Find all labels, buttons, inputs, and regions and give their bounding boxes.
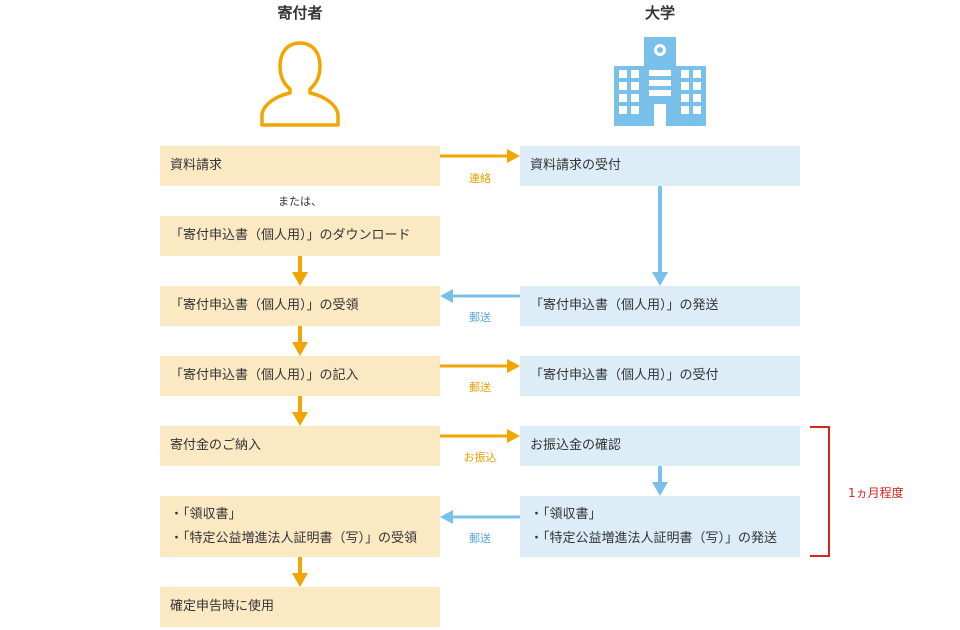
arrow-label-mail-form: 郵送 bbox=[469, 311, 491, 324]
donor-step-use: 確定申告時に使用 bbox=[160, 587, 440, 627]
donor-step-download: 「寄付申込書（個人用）」のダウンロード bbox=[160, 216, 440, 256]
university-step-accept-request-label: 資料請求の受付 bbox=[530, 158, 622, 173]
arrow-mail-form bbox=[440, 289, 520, 303]
donor-step-pay: 寄付金のご納入 bbox=[160, 426, 440, 466]
donor-receipt-line: ・「領収書」 bbox=[170, 506, 242, 522]
university-column-title: 大学 bbox=[644, 4, 675, 22]
university-step-accept-form-label: 「寄付申込書（個人用）」の受付 bbox=[530, 368, 719, 383]
person-icon bbox=[260, 41, 340, 127]
university-step-send-form: 「寄付申込書（個人用）」の発送 bbox=[520, 286, 800, 326]
down-arrows-donor bbox=[292, 256, 308, 587]
building-icon bbox=[614, 37, 706, 126]
donor-step-download-label: 「寄付申込書（個人用）」のダウンロード bbox=[170, 228, 411, 243]
duration-bracket bbox=[810, 426, 830, 557]
arrow-label-contact: 連絡 bbox=[469, 172, 491, 185]
donor-step-pay-label: 寄付金のご納入 bbox=[170, 438, 262, 453]
donor-step-fill-form-label: 「寄付申込書（個人用）」の記入 bbox=[170, 368, 359, 383]
university-step-accept-request: 資料請求の受付 bbox=[520, 146, 800, 186]
arrow-transfer bbox=[440, 429, 520, 443]
duration-note: 1ヵ月程度 bbox=[848, 486, 904, 500]
arrow-mail-docs bbox=[440, 510, 520, 524]
university-step-send-docs: ・「領収書」 ・「特定公益増進法人証明書（写）」の発送 bbox=[520, 496, 800, 557]
arrow-label-mail-docs: 郵送 bbox=[469, 532, 491, 545]
donor-step-use-label: 確定申告時に使用 bbox=[170, 599, 275, 614]
university-certificate-line: ・「特定公益増進法人証明書（写）」の発送 bbox=[530, 530, 778, 546]
arrow-label-transfer: お振込 bbox=[463, 451, 497, 464]
or-note: または、 bbox=[278, 195, 322, 208]
donor-step-receive-form: 「寄付申込書（個人用）」の受領 bbox=[160, 286, 440, 326]
donor-step-fill-form: 「寄付申込書（個人用）」の記入 bbox=[160, 356, 440, 396]
donor-step-request-label: 資料請求 bbox=[170, 158, 223, 173]
down-arrows-university bbox=[652, 186, 668, 496]
donor-certificate-line: ・「特定公益増進法人証明書（写）」の受領 bbox=[170, 530, 418, 546]
arrow-mail-filled-form bbox=[440, 359, 520, 373]
university-step-send-form-label: 「寄付申込書（個人用）」の発送 bbox=[530, 298, 719, 313]
university-receipt-line: ・「領収書」 bbox=[530, 506, 602, 522]
arrow-label-mail-filled-form: 郵送 bbox=[469, 381, 491, 394]
university-step-accept-form: 「寄付申込書（個人用）」の受付 bbox=[520, 356, 800, 396]
donor-step-receive-form-label: 「寄付申込書（個人用）」の受領 bbox=[170, 298, 359, 313]
donor-step-receive-docs: ・「領収書」 ・「特定公益増進法人証明書（写）」の受領 bbox=[160, 496, 440, 557]
arrow-contact bbox=[440, 149, 520, 163]
donor-column-title: 寄付者 bbox=[277, 4, 323, 22]
university-step-confirm-payment: お振込金の確認 bbox=[520, 426, 800, 466]
donor-step-request: 資料請求 bbox=[160, 146, 440, 186]
university-step-confirm-payment-label: お振込金の確認 bbox=[530, 438, 622, 453]
